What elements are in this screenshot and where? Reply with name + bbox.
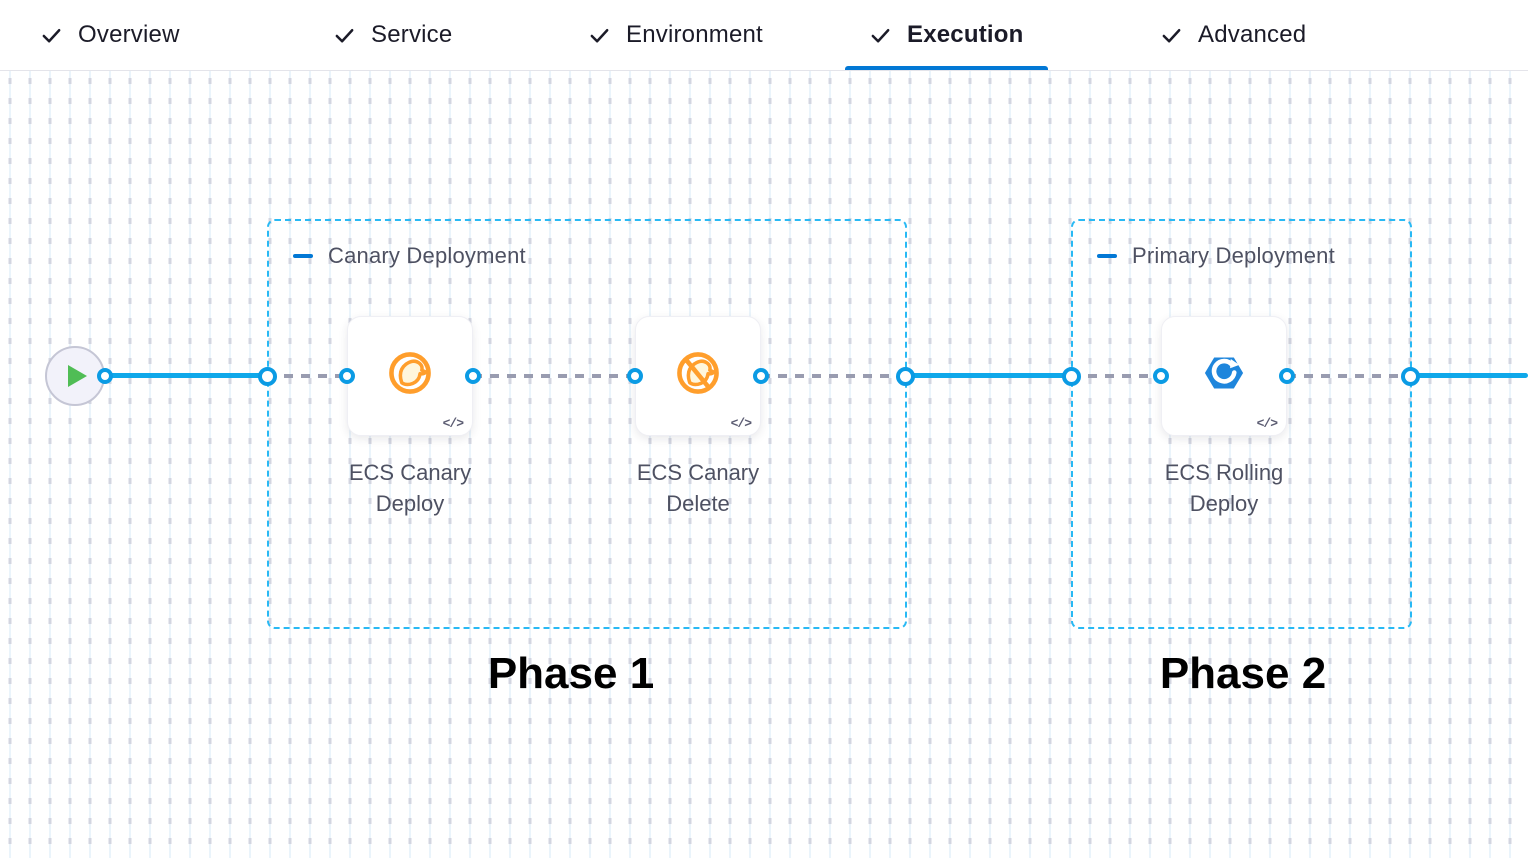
link-node[interactable]: [627, 368, 643, 384]
phase-1-annotation: Phase 1: [487, 649, 655, 698]
step-label: ECS Canary Deploy: [348, 460, 472, 516]
link-node[interactable]: [257, 366, 277, 386]
check-icon: [1160, 24, 1183, 47]
link-node[interactable]: [1400, 366, 1420, 386]
check-icon: [588, 24, 611, 47]
ecs-canary-deploy-icon: [389, 352, 431, 394]
collapse-minus-icon[interactable]: [1097, 254, 1117, 258]
check-icon: [869, 24, 892, 47]
execution-graph-canvas[interactable]: Canary Deployment Primary Deployment: [0, 71, 1528, 858]
stage-group-primary-deployment: Primary Deployment: [1071, 219, 1412, 629]
group-collapse-control[interactable]: Canary Deployment: [293, 243, 526, 269]
connector-dashed: [267, 374, 347, 378]
stage-group-canary-deployment: Canary Deployment: [267, 219, 907, 629]
ecs-canary-delete-icon: [677, 352, 719, 394]
tab-label: Advanced: [1198, 21, 1307, 48]
tab-service[interactable]: Service: [309, 0, 476, 70]
link-node[interactable]: [753, 368, 769, 384]
connector-dashed: [761, 374, 905, 378]
link-node[interactable]: [97, 368, 113, 384]
tab-label: Service: [371, 21, 453, 48]
connector-solid: [105, 373, 267, 378]
tab-label: Overview: [78, 21, 180, 48]
link-node[interactable]: [1153, 368, 1169, 384]
link-node[interactable]: [465, 368, 481, 384]
connector-solid: [905, 373, 1071, 378]
code-badge: </>: [442, 416, 464, 431]
tab-environment[interactable]: Environment: [564, 0, 787, 70]
tab-label: Execution: [907, 21, 1024, 48]
step-ecs-canary-deploy[interactable]: </>: [347, 316, 473, 436]
check-icon: [333, 24, 356, 47]
tab-advanced[interactable]: Advanced: [1136, 0, 1330, 70]
code-badge: </>: [730, 416, 752, 431]
connector-solid: [1410, 373, 1528, 378]
connector-dashed: [1071, 374, 1161, 378]
connector-dashed: [473, 374, 635, 378]
code-badge: </>: [1256, 416, 1278, 431]
link-node[interactable]: [1279, 368, 1295, 384]
stage-tab-bar: Overview Service Environment Execution: [0, 0, 1528, 71]
connector-dashed: [1287, 374, 1410, 378]
step-label: ECS Canary Delete: [636, 460, 760, 516]
grid-background: [0, 71, 1528, 858]
tab-overview[interactable]: Overview: [16, 0, 204, 70]
step-ecs-canary-delete[interactable]: </>: [635, 316, 761, 436]
step-ecs-rolling-deploy[interactable]: </>: [1161, 316, 1287, 436]
pipeline-start-node: [45, 346, 105, 406]
tab-execution[interactable]: Execution: [845, 0, 1048, 70]
collapse-minus-icon[interactable]: [293, 254, 313, 258]
active-tab-underline: [845, 66, 1048, 70]
check-icon: [40, 24, 63, 47]
group-collapse-control[interactable]: Primary Deployment: [1097, 243, 1335, 269]
play-icon: [68, 365, 87, 387]
link-node[interactable]: [1061, 366, 1081, 386]
link-node[interactable]: [895, 366, 915, 386]
step-label: ECS Rolling Deploy: [1164, 460, 1284, 516]
phase-2-annotation: Phase 2: [1159, 649, 1327, 698]
tab-label: Environment: [626, 21, 763, 48]
link-node[interactable]: [339, 368, 355, 384]
group-title: Canary Deployment: [328, 243, 526, 268]
group-title: Primary Deployment: [1132, 243, 1335, 268]
ecs-rolling-deploy-icon: [1204, 357, 1244, 389]
